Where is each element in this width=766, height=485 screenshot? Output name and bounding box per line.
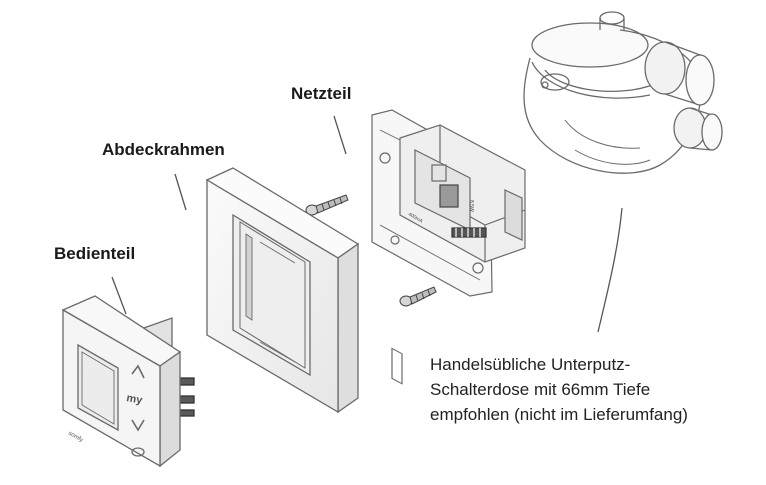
leader-lines <box>111 115 623 333</box>
note-line-3: empfohlen (nicht im Lieferumfang) <box>430 405 688 424</box>
leader-junction-box <box>597 207 623 333</box>
leader-bedienteil <box>111 276 127 315</box>
note-line-2: Schalterdose mit 66mm Tiefe <box>430 380 651 399</box>
my-key: my <box>125 392 144 407</box>
cover-frame <box>205 167 360 414</box>
leader-abdeckrahmen <box>174 173 187 211</box>
control-unit: my somfy <box>61 295 195 468</box>
screw-lower <box>399 286 437 307</box>
power-module: 400mA 8.5W <box>371 109 526 385</box>
leader-netzteil <box>333 115 347 155</box>
junction-box-note: Handelsübliche Unterputz- Schalterdose m… <box>430 352 688 427</box>
svg-text:8.5W: 8.5W <box>468 200 474 212</box>
junction-box <box>523 11 723 174</box>
brand-mark: somfy <box>67 431 84 444</box>
screw-upper <box>305 194 349 216</box>
label-bedienteil: Bedienteil <box>54 244 136 263</box>
label-netzteil: Netzteil <box>291 84 352 103</box>
label-abdeckrahmen: Abdeckrahmen <box>102 140 225 159</box>
note-line-1: Handelsübliche Unterputz- <box>430 355 631 374</box>
